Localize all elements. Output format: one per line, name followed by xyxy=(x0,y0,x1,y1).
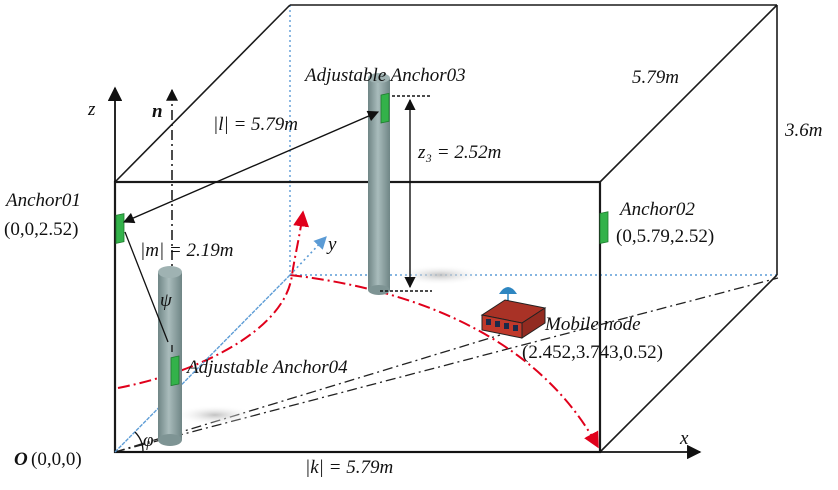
anchor01-coords: (0,0,2.52) xyxy=(4,219,78,240)
axes xyxy=(107,86,702,460)
z3-label: z₃ = 2.52m xyxy=(417,142,501,163)
z-axis-label: z xyxy=(87,99,96,120)
adjustable-anchor04-pillar xyxy=(158,266,182,446)
normal-n-label: n xyxy=(152,101,163,122)
height-dimension-label: 3.6m xyxy=(784,120,822,141)
mobile-node-icon xyxy=(480,287,547,339)
pillar04-shadow xyxy=(175,405,255,425)
y-axis-label: y xyxy=(326,234,337,255)
l-length-label: |l| = 5.79m xyxy=(213,114,298,135)
anchor02-label: Anchor02 xyxy=(618,199,695,220)
dimension-lines xyxy=(122,95,432,352)
m-length-label: |m| = 2.19m xyxy=(140,240,233,261)
pillar03-shadow xyxy=(395,265,485,285)
origin-label: O xyxy=(14,449,28,470)
mobile-node-label: Mobile node xyxy=(544,314,641,335)
adjustable-anchor03-label: Adjustable Anchor03 xyxy=(303,65,466,86)
k-length-label: |k| = 5.79m xyxy=(305,457,393,478)
adjustable-anchor04-label: Adjustable Anchor04 xyxy=(185,357,348,378)
y-axis xyxy=(289,236,327,276)
anchor02-coords: (0,5.79,2.52) xyxy=(616,226,714,247)
y-axis-front xyxy=(114,274,291,453)
phi-angle-label: φ xyxy=(143,430,154,451)
mobile-node-coords: (2.452,3.743,0.52) xyxy=(522,342,663,363)
antenna-icon xyxy=(115,92,609,387)
psi-angle-label: ψ xyxy=(160,290,173,311)
depth-dimension-label: 5.79m xyxy=(632,67,679,88)
x-axis-label: x xyxy=(679,428,689,449)
anchor01-label: Anchor01 xyxy=(4,190,81,211)
phi-arc xyxy=(134,431,144,453)
origin-coords: (0,0,0) xyxy=(31,449,82,470)
